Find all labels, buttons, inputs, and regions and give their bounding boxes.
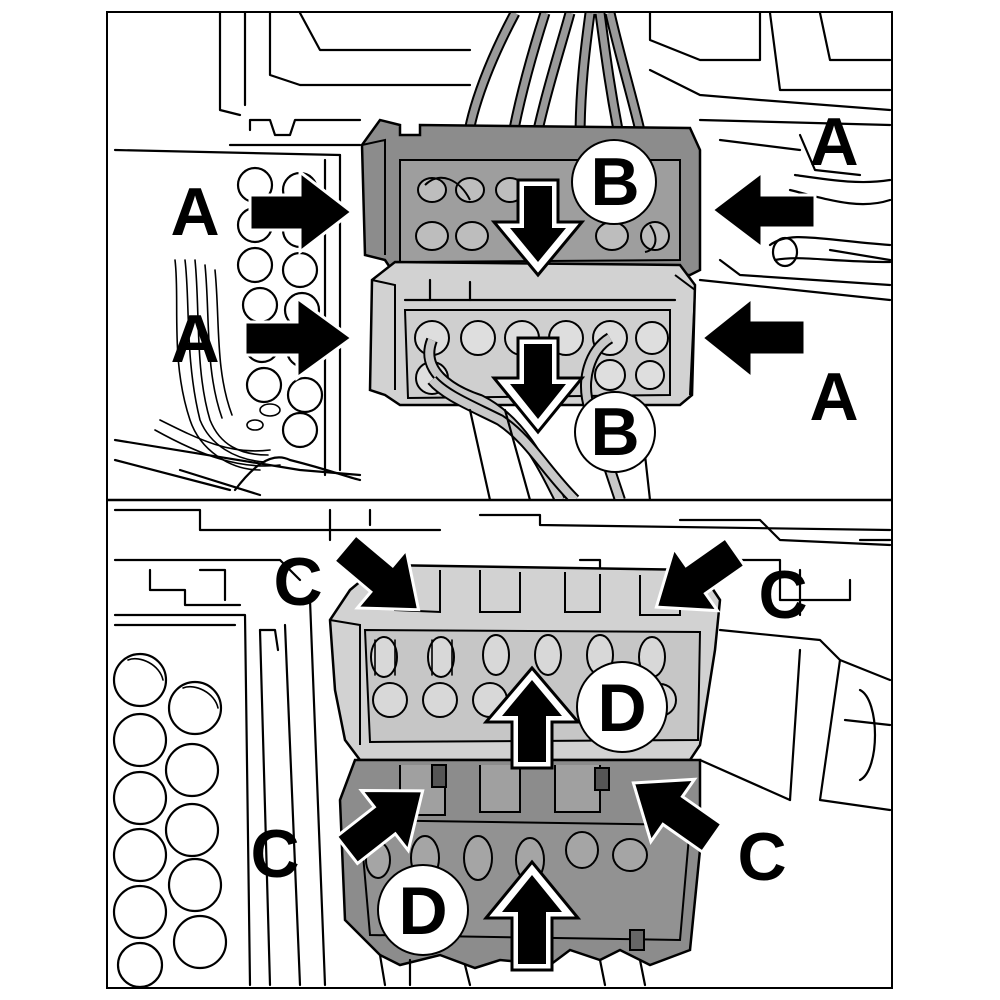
arrow-icon <box>331 532 421 612</box>
callout-circle <box>377 864 469 956</box>
label-a-left-upper: A <box>170 174 219 250</box>
arrow-icon <box>631 777 724 855</box>
callout-circle <box>574 391 656 473</box>
lower-connector-light <box>368 260 697 499</box>
bottom-background-structure <box>112 508 891 987</box>
label-d-upper: D <box>597 670 646 746</box>
bottom-panel: C C C C D D <box>112 508 891 987</box>
outlined-arrow-icon <box>482 859 582 972</box>
label-c-lower-right: C <box>737 819 786 895</box>
label-b-upper: B <box>590 144 639 220</box>
right-cable <box>768 173 891 268</box>
top-background-structure <box>113 13 891 497</box>
arrow-icon <box>699 294 807 382</box>
outlined-arrow-icon <box>482 665 582 770</box>
outlined-arrow-icon <box>490 336 586 435</box>
callout-circle <box>571 139 657 225</box>
label-a-right-lower: A <box>809 359 858 435</box>
left-wire-bundle <box>154 259 362 492</box>
arrow-icon <box>248 168 355 256</box>
top-panel: A A A A B B <box>113 13 891 499</box>
arrow-icon <box>334 788 425 866</box>
callout-circle <box>576 661 668 753</box>
label-a-left-lower: A <box>170 301 219 377</box>
left-hole-grid <box>112 652 228 987</box>
arrow-icon <box>709 168 817 252</box>
arrow-icon <box>243 295 355 381</box>
label-c-lower-left: C <box>250 816 299 892</box>
label-c-top-left: C <box>273 544 322 620</box>
label-d-lower: D <box>398 873 447 949</box>
outlined-arrow-icon <box>490 178 586 278</box>
arrow-icon <box>654 535 747 613</box>
label-c-top-right: C <box>758 557 807 633</box>
label-b-lower: B <box>590 394 639 470</box>
label-a-right-upper: A <box>809 104 858 180</box>
